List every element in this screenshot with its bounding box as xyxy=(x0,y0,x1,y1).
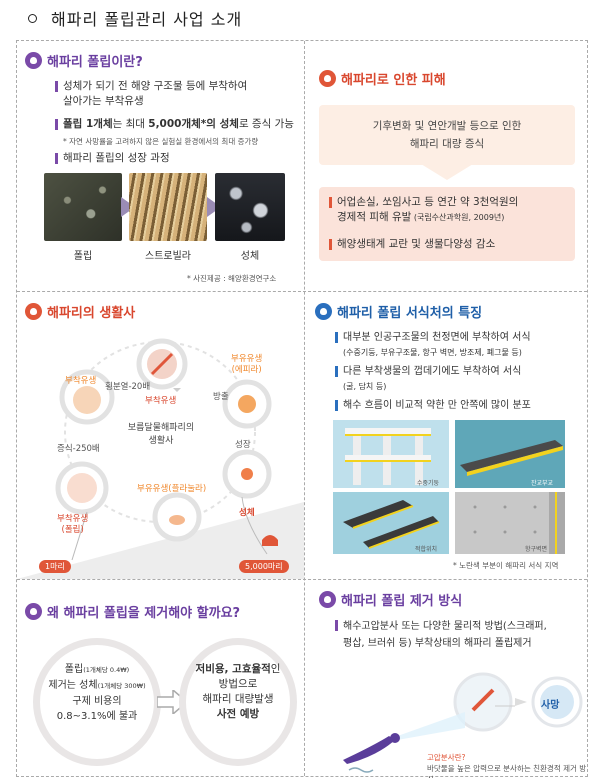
panel-habitat: 해파리 폴립 서식처의 특징 대부분 인공구조물의 천정면에 부착하여 서식(수… xyxy=(305,292,589,579)
damage-box xyxy=(319,187,575,261)
label-growth: 성장 xyxy=(235,440,251,450)
count-badge: 1마리 xyxy=(39,560,71,573)
label-polyp: 부착유생(폴립) xyxy=(57,514,89,535)
cost-text: 폴립(1개체당 0.4₩) 제거는 성체(1개체당 300₩) 구제 비용의 0… xyxy=(48,664,146,722)
arrow-down-icon xyxy=(421,164,473,180)
jellyfish-pin-icon xyxy=(319,591,336,608)
jellyfish-pin-icon xyxy=(25,303,42,320)
page-title: 해파리 폴립관리 사업 소개 xyxy=(28,6,242,30)
panel-title: 해파리 폴립 제거 방식 xyxy=(319,590,462,609)
panel-title: 왜 해파리 폴립을 제거해야 할까요? xyxy=(25,602,240,621)
circle-bullet-icon xyxy=(28,14,37,23)
panel-why-remove: 왜 해파리 폴립을 제거해야 할까요? 폴립(1개체당 0.4₩) 제거는 성체… xyxy=(17,580,304,778)
prevention-text: 저비용, 고효율적인 방법으로 해파리 대량발생 사전 예방 xyxy=(195,663,281,720)
label-fission: 횡분열-20배 xyxy=(105,382,151,392)
jellyfish-pin-icon xyxy=(319,70,336,87)
underwater-pillar-image xyxy=(333,420,449,488)
cost-circle xyxy=(33,638,161,766)
panel-title: 해파리로 인한 피해 xyxy=(319,69,446,88)
suitable-location-image xyxy=(333,492,449,554)
panel-removal-method: 해파리 폴립 제거 방식 해수고압분사 또는 다양한 물리적 방법(스크래퍼,평… xyxy=(305,580,589,778)
bullet-text: 폴립 1개체는 최대 5,000개체*의 성체로 증식 가능 xyxy=(55,117,294,132)
removal-illustration xyxy=(343,672,583,773)
harbor-wall-image xyxy=(455,492,565,554)
image-label: 항구벽면 xyxy=(525,546,548,553)
question-label: 고압분사란? xyxy=(427,753,466,762)
count-badge: 5,000마리 xyxy=(239,560,289,573)
method-bullet: 해수고압분사 또는 다양한 물리적 방법(스크래퍼,평삽, 브러쉬 등) 부착상… xyxy=(335,618,547,652)
habitat-bullet: 대부분 인공구조물의 천정면에 부착하여 서식(수중기둥, 부유구조물, 항구 … xyxy=(335,330,531,360)
polyp-photo xyxy=(44,173,122,241)
growth-label: 해파리 폴립의 성장 과정 xyxy=(55,151,170,166)
jellyfish-pin-icon xyxy=(315,303,332,320)
arrow-right-icon xyxy=(121,197,135,217)
panel-title: 해파리 폴립이란? xyxy=(25,51,143,70)
label-ephyra: 부유유생(에피라) xyxy=(231,354,263,375)
habitat-bullet: 해수 흐름이 비교적 약한 만 안쪽에 많이 분포 xyxy=(335,398,531,413)
label-planula: 부유유생(플라눌라) xyxy=(137,484,207,494)
damage-text: 해양생태계 교란 및 생물다양성 감소 xyxy=(329,237,495,252)
damage-text: 어업손실, 쏘임사고 등 연간 약 3천억원의 경제적 피해 유발 (국립수산과… xyxy=(329,195,518,225)
strobila-photo xyxy=(129,173,207,241)
adult-jellyfish-photo xyxy=(215,173,285,241)
habitat-bullet: 다른 부착생물의 껍데기에도 부착하여 서식(굴, 담치 등) xyxy=(335,364,521,394)
caption: 폴립 xyxy=(73,251,93,262)
caption: 성체 xyxy=(240,251,260,262)
answer-text: 바닷물을 높은 압력으로 분사하는 친환경적 제거 방식 xyxy=(427,764,587,778)
lifecycle-diagram xyxy=(17,338,304,579)
panel-title: 해파리 폴립 서식처의 특징 xyxy=(315,302,482,321)
arrow-right-icon xyxy=(207,197,221,217)
label-attach: 부착유생 xyxy=(145,396,177,406)
image-label: 적합위치 xyxy=(415,546,438,553)
label-release: 방출 xyxy=(213,392,229,402)
image-label: 잔교부교 xyxy=(531,480,554,487)
jellyfish-pin-icon xyxy=(25,603,42,620)
label-adult: 성체 xyxy=(239,508,255,518)
cause-box xyxy=(319,105,575,165)
label-increase: 증식-250배 xyxy=(57,444,100,454)
footnote: * 자연 사망률을 고려하지 않은 실험실 환경에서의 최대 증가량 xyxy=(63,137,259,146)
image-label: 수중기둥 xyxy=(417,480,440,487)
caption: 스트로빌라 xyxy=(145,251,191,262)
panel-title: 해파리의 생활사 xyxy=(25,302,135,321)
label-attach: 부착유생 xyxy=(65,376,97,386)
image-note: * 노란색 부분이 해파리 서식 지역 xyxy=(453,561,559,570)
photo-credit: * 사진제공 : 해양환경연구소 xyxy=(187,274,277,283)
floating-pier-image xyxy=(455,420,565,488)
jellyfish-pin-icon xyxy=(25,52,42,69)
death-label: 사망 xyxy=(541,700,560,711)
prevention-circle xyxy=(179,638,297,766)
